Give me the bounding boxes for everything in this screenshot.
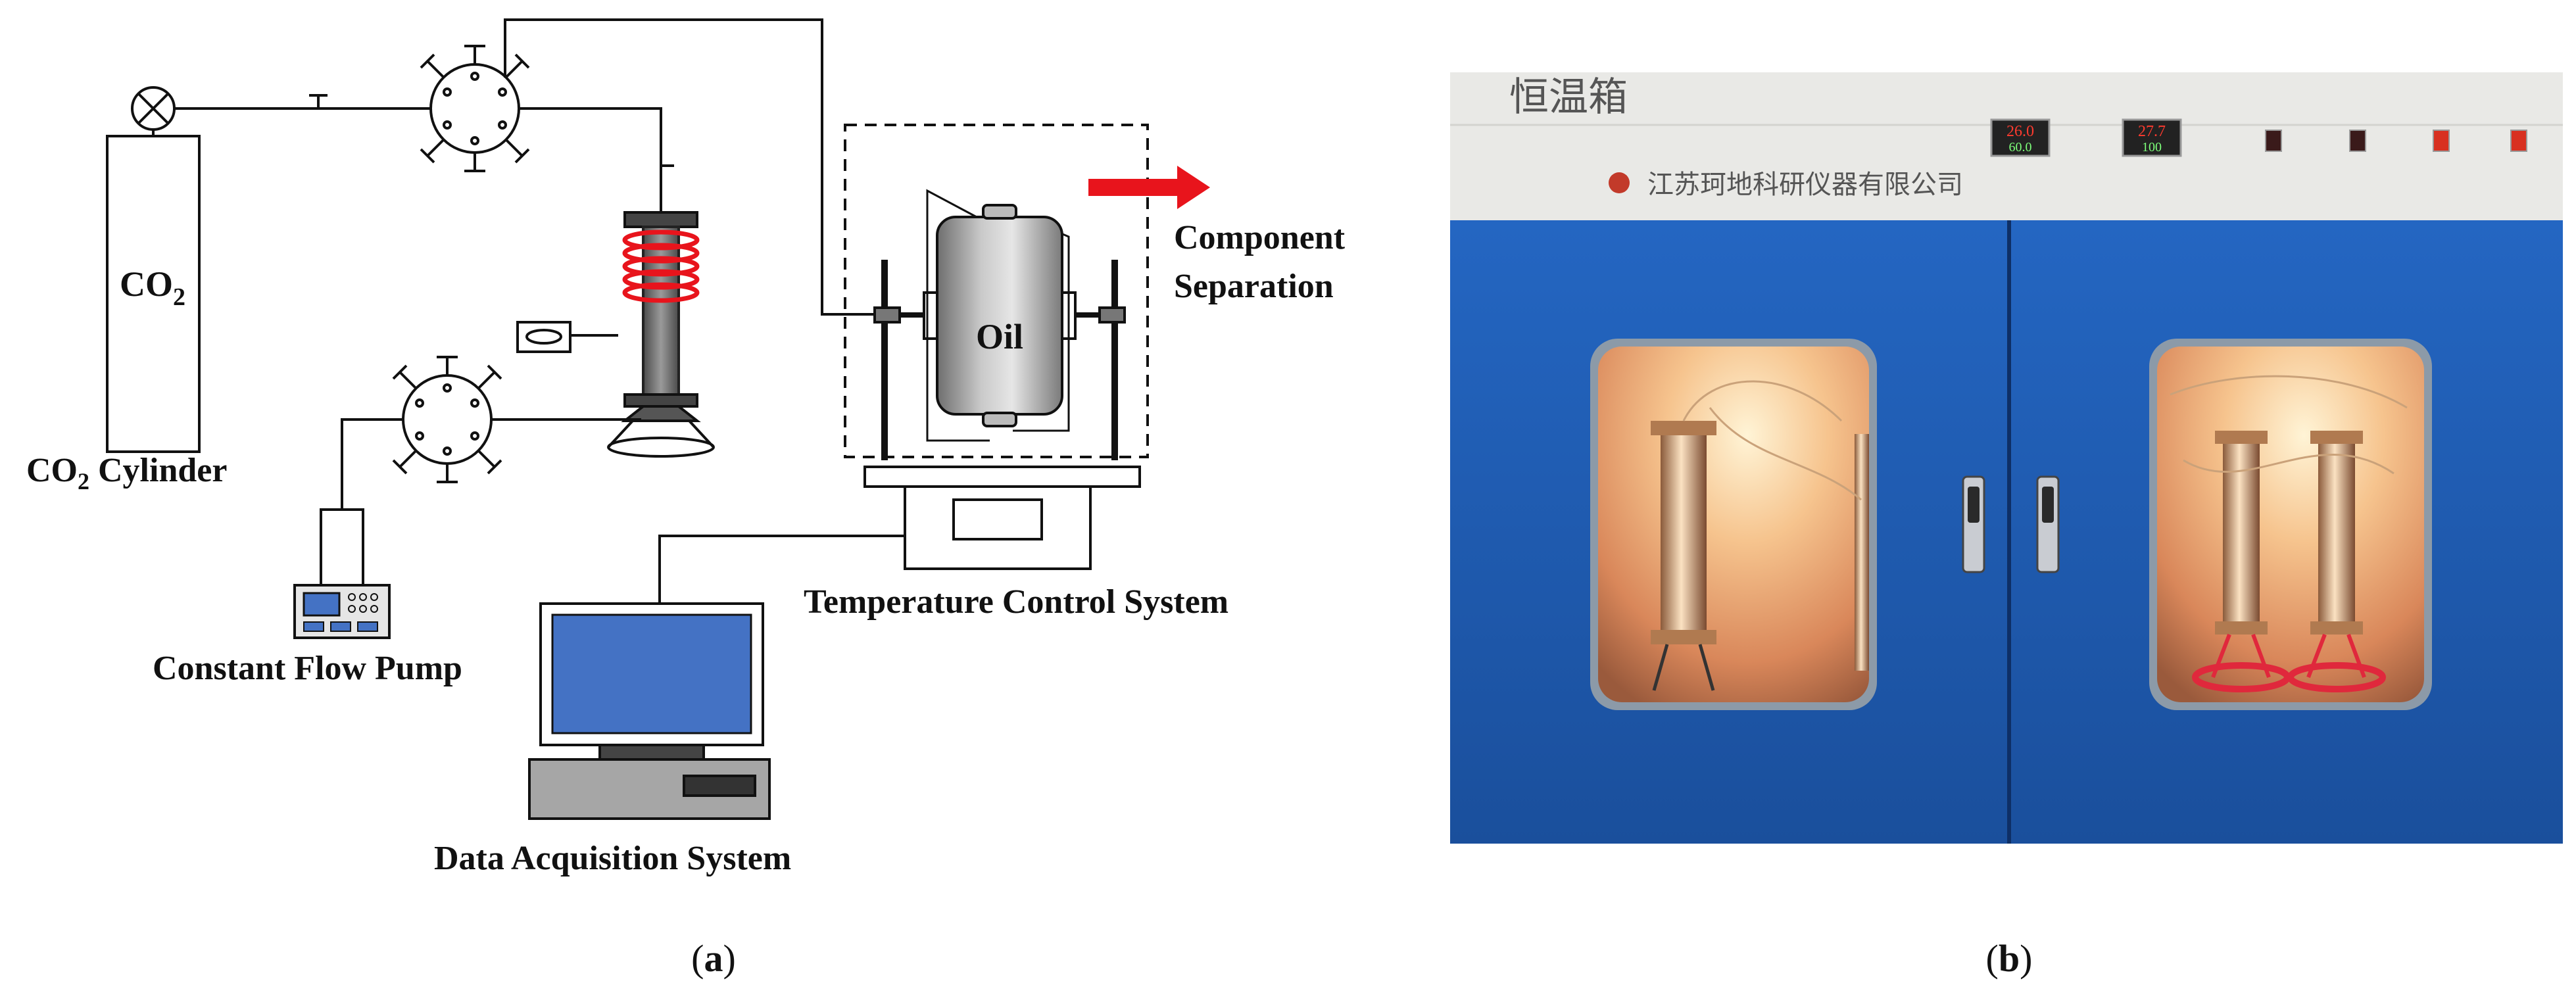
computer	[528, 602, 771, 820]
door-handle-left	[1962, 475, 1985, 573]
caption-a: (a)	[691, 937, 736, 980]
constant-flow-pump	[293, 508, 391, 639]
oil-vessel	[926, 189, 1070, 442]
window-left	[1590, 339, 1877, 710]
cylinder-label: CO2 Cylinder	[26, 452, 227, 494]
temperature-control-base	[863, 466, 1141, 570]
daq-label: Data Acquisition System	[434, 840, 791, 877]
indicator-light-1	[2265, 130, 2282, 152]
temperature-display-1: 26.0 60.0	[1990, 118, 2051, 157]
separation-label-2: Separation	[1174, 268, 1334, 305]
schematic-panel: CO2 CO2 Cylinder	[26, 18, 1346, 980]
pipe-pump-valve	[341, 418, 403, 510]
svg-text:26.0: 26.0	[2006, 123, 2034, 140]
pipe-valve-vessel	[504, 18, 875, 316]
heater-controller	[516, 321, 571, 353]
vessel-stand	[873, 260, 1126, 460]
door-handle-right	[2036, 475, 2060, 573]
photo-panel: 恒温箱 江苏珂地科研仪器有限公司 26.0 60.0 27.7 100	[1450, 72, 2563, 980]
cabinet-title: 恒温箱	[1509, 76, 1628, 119]
svg-text:27.7: 27.7	[2138, 123, 2166, 140]
indicator-light-3	[2433, 130, 2450, 152]
svg-text:60.0: 60.0	[2009, 140, 2032, 155]
needle-valve-1	[309, 94, 328, 108]
temperature-display-2: 27.7 100	[2122, 118, 2182, 157]
indicator-light-2	[2349, 130, 2366, 152]
data-cable	[658, 535, 905, 604]
heater-coil	[622, 229, 700, 303]
company-name: 江苏珂地科研仪器有限公司	[1647, 170, 1963, 199]
caption-b: (b)	[1986, 937, 2033, 980]
heated-column	[621, 211, 701, 422]
cylinder-text: CO2	[120, 264, 185, 311]
six-port-valve-top	[420, 45, 530, 172]
window-right	[2149, 339, 2432, 710]
co2-cylinder	[106, 86, 201, 453]
column-stand	[607, 420, 715, 458]
indicator-light-4	[2510, 130, 2527, 152]
temperature-label: Temperature Control System	[804, 583, 1228, 621]
six-port-valve-bottom	[392, 356, 502, 483]
separation-label-1: Component	[1174, 219, 1346, 256]
vessel-label: Oil	[976, 317, 1023, 356]
pipe-valve-column	[519, 107, 662, 217]
svg-text:100: 100	[2142, 140, 2162, 155]
needle-valve-2	[660, 164, 674, 179]
output-arrow	[1088, 166, 1210, 209]
pump-label: Constant Flow Pump	[153, 650, 462, 687]
logo-icon	[1609, 172, 1630, 193]
